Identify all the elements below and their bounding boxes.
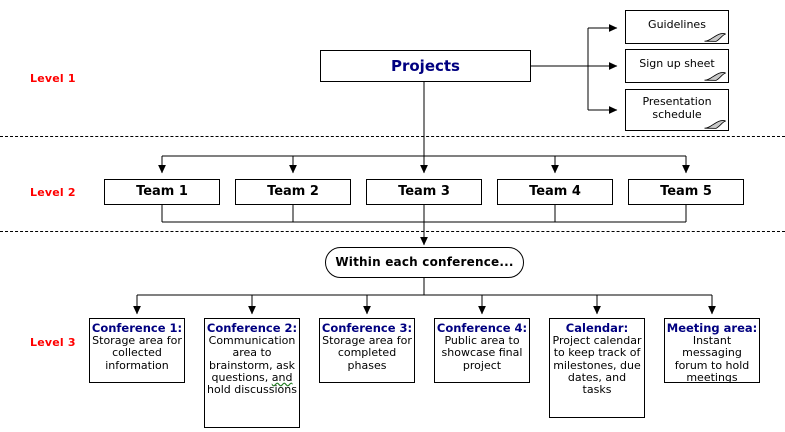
page-fold-icon — [704, 120, 726, 129]
node-team-1-label: Team 1 — [136, 183, 188, 199]
node-team-3-label: Team 3 — [398, 183, 450, 199]
node-team-2[interactable]: Team 2 — [235, 179, 351, 205]
node-calendar-title: Calendar: — [565, 321, 629, 335]
node-conference-2[interactable]: Conference 2: Communication area to brai… — [204, 318, 300, 428]
node-team-5-label: Team 5 — [660, 183, 712, 199]
node-meeting-area-title: Meeting area: — [666, 321, 758, 335]
node-conference-1-body: Storage area for collected information — [92, 333, 182, 372]
node-meeting-area[interactable]: Meeting area: Instant messaging forum to… — [664, 318, 760, 384]
node-meeting-area-body: Instant messaging forum to hold meetings — [674, 333, 750, 384]
node-conference-3-body: Storage area for completed phases — [322, 333, 412, 372]
node-conference-1[interactable]: Conference 1: Storage area for collected… — [89, 318, 185, 383]
node-conference-1-title: Conference 1: — [91, 321, 183, 335]
node-team-4[interactable]: Team 4 — [497, 179, 613, 205]
node-conference-3[interactable]: Conference 3: Storage area for completed… — [319, 318, 415, 383]
node-team-3[interactable]: Team 3 — [366, 179, 482, 205]
spellcheck-flagged-word: and — [271, 370, 293, 384]
page-fold-icon — [704, 72, 726, 81]
node-projects-label: Projects — [390, 56, 460, 75]
node-team-4-label: Team 4 — [529, 183, 581, 199]
node-conference-4[interactable]: Conference 4: Public area to showcase fi… — [434, 318, 530, 383]
level-divider-1-2 — [0, 136, 785, 137]
node-conference-2-body: Communication area to brainstorm, ask qu… — [207, 333, 297, 397]
document-presentation-schedule-label: Presentation schedule — [642, 95, 712, 121]
document-guidelines-label: Guidelines — [648, 18, 706, 32]
node-calendar[interactable]: Calendar: Project calendar to keep track… — [549, 318, 645, 418]
level-divider-2-3 — [0, 231, 785, 232]
document-guidelines[interactable]: Guidelines — [625, 10, 729, 44]
document-presentation-schedule[interactable]: Presentation schedule — [625, 89, 729, 131]
node-conference-2-body-post: hold discussions — [207, 383, 297, 397]
level-2-label: Level 2 — [30, 186, 76, 199]
node-team-1[interactable]: Team 1 — [104, 179, 220, 205]
document-sign-up-sheet[interactable]: Sign up sheet — [625, 49, 729, 83]
node-team-5[interactable]: Team 5 — [628, 179, 744, 205]
node-calendar-body: Project calendar to keep track of milest… — [552, 333, 642, 397]
page-fold-icon — [704, 33, 726, 42]
level-1-label: Level 1 — [30, 72, 76, 85]
node-conference-3-title: Conference 3: — [321, 321, 413, 335]
node-conference-4-body: Public area to showcase final project — [441, 333, 523, 372]
document-sign-up-sheet-label: Sign up sheet — [639, 57, 715, 71]
node-projects[interactable]: Projects — [320, 50, 531, 82]
node-team-2-label: Team 2 — [267, 183, 319, 199]
node-within-each-conference[interactable]: Within each conference... — [325, 247, 524, 278]
node-conference-2-title: Conference 2: — [206, 321, 298, 335]
node-conference-4-title: Conference 4: — [436, 321, 528, 335]
node-conference-2-body-pre: Communication area to brainstorm, ask qu… — [208, 333, 296, 384]
node-within-each-conference-label: Within each conference... — [335, 254, 514, 269]
level-3-label: Level 3 — [30, 336, 76, 349]
